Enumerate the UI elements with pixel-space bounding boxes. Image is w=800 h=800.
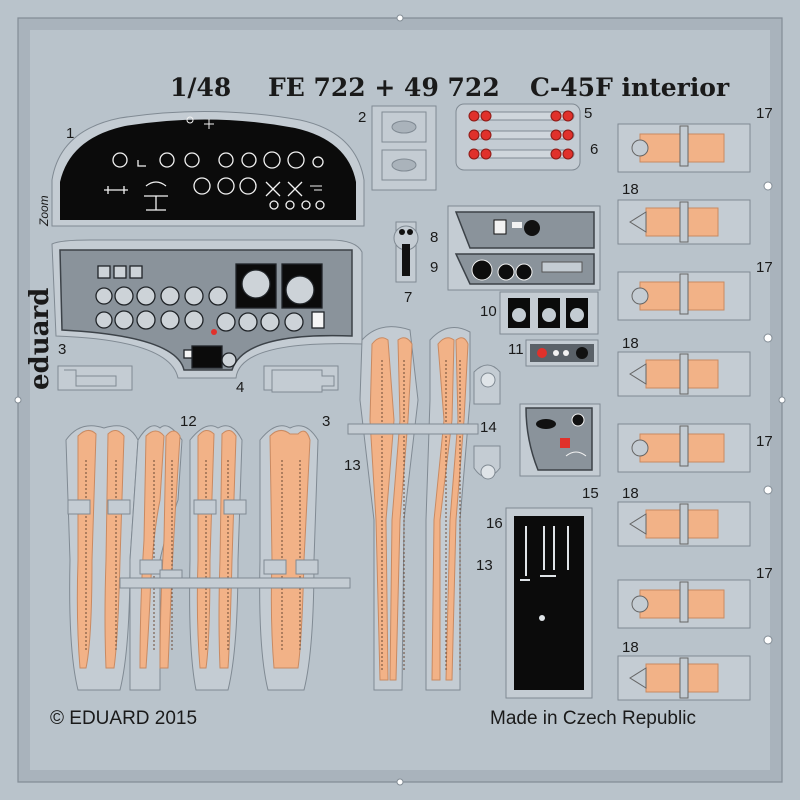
part-number-6: 6 bbox=[590, 141, 598, 158]
part-4-red-knob bbox=[211, 329, 217, 335]
part-number-14: 14 bbox=[480, 419, 497, 436]
part-number-13b: 13 bbox=[476, 557, 493, 574]
part-12-sprue bbox=[119, 577, 351, 589]
fret-notches bbox=[14, 14, 786, 786]
part-1-instrument-panel bbox=[60, 119, 356, 220]
part-7-dot-b bbox=[407, 229, 413, 235]
part-9-gauges bbox=[471, 259, 583, 281]
part-11-switches bbox=[537, 347, 588, 359]
part-number-2: 2 bbox=[358, 109, 366, 126]
part-7-stem bbox=[402, 244, 410, 276]
part-16-screw bbox=[539, 615, 545, 621]
part-number-15: 15 bbox=[582, 485, 599, 502]
origin-text: Made in Czech Republic bbox=[490, 708, 696, 729]
part-5-6-lamps bbox=[468, 110, 575, 160]
part-number-17d: 17 bbox=[756, 565, 773, 582]
copyright-text: © EDUARD 2015 bbox=[50, 708, 197, 729]
part-number-17a: 17 bbox=[756, 105, 773, 122]
part-12-belts bbox=[65, 425, 319, 691]
part-14b-hole bbox=[480, 464, 496, 480]
part-number-10: 10 bbox=[480, 303, 497, 320]
part-2-slot-a bbox=[391, 120, 417, 134]
part-3a bbox=[64, 369, 117, 387]
part-8-details bbox=[493, 219, 540, 236]
part-17-18-buckles bbox=[617, 123, 773, 701]
part-4-panel bbox=[59, 249, 353, 371]
part-number-17b: 17 bbox=[756, 259, 773, 276]
part-number-18a: 18 bbox=[622, 181, 639, 198]
part-number-16: 16 bbox=[486, 515, 503, 532]
part-number-7: 7 bbox=[404, 289, 412, 306]
part-15-details bbox=[536, 413, 587, 457]
part-3b bbox=[271, 369, 335, 393]
part-16-panel bbox=[514, 516, 584, 690]
part-number-12: 12 bbox=[180, 413, 197, 430]
part-number-9: 9 bbox=[430, 259, 438, 276]
part-11-panel bbox=[530, 344, 594, 362]
zoom-logo: Zoom bbox=[37, 195, 51, 227]
part-1-gauges bbox=[104, 116, 325, 211]
part-14a-hole bbox=[480, 372, 496, 388]
part-number-8: 8 bbox=[430, 229, 438, 246]
part-number-3a: 3 bbox=[58, 341, 66, 358]
scale-label: 1/48 bbox=[170, 73, 231, 102]
part-13-sprue bbox=[347, 423, 479, 435]
part-number-3b: 3 bbox=[322, 413, 330, 430]
set-codes: FE 722 + 49 722 bbox=[268, 73, 500, 102]
part-number-1: 1 bbox=[66, 125, 74, 142]
eduard-logo: eduard bbox=[25, 288, 55, 390]
part-number-4: 4 bbox=[236, 379, 244, 396]
part-number-5: 5 bbox=[584, 105, 592, 122]
part-number-17c: 17 bbox=[756, 433, 773, 450]
part-7-dot-a bbox=[399, 229, 405, 235]
subject-title: C-45F interior bbox=[530, 73, 730, 102]
part-10-gauges bbox=[508, 298, 588, 328]
part-4-gauges bbox=[95, 263, 325, 369]
part-2-slot-b bbox=[391, 158, 417, 172]
part-number-11: 11 bbox=[508, 341, 524, 358]
part-13-harness bbox=[359, 326, 471, 691]
part-16-levers bbox=[520, 526, 569, 581]
part-number-18d: 18 bbox=[622, 639, 639, 656]
part-number-18c: 18 bbox=[622, 485, 639, 502]
part-number-18b: 18 bbox=[622, 335, 639, 352]
part-number-13a: 13 bbox=[344, 457, 361, 474]
